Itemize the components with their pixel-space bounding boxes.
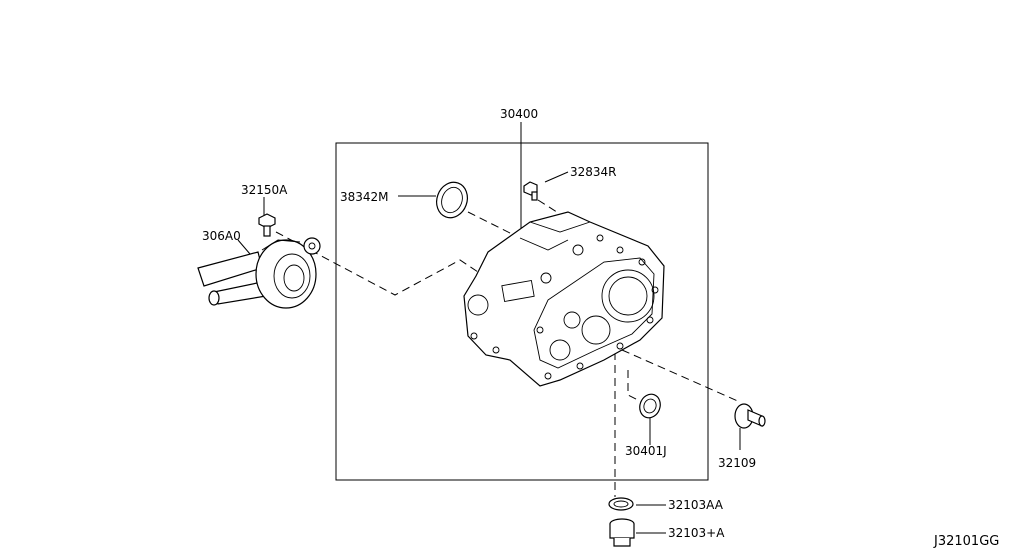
label-306a0: 306A0 — [202, 229, 241, 243]
leader-lines — [237, 122, 741, 534]
label-32150a: 32150A — [241, 183, 288, 197]
bolt-32834r — [523, 181, 538, 201]
label-38342m: 38342M — [340, 190, 389, 204]
gasket-32103aa — [608, 497, 634, 511]
transmission-case — [463, 211, 665, 387]
label-30401j: 30401J — [625, 444, 667, 458]
assembly-frame — [335, 142, 709, 481]
label-32103a: 32103+A — [668, 526, 725, 540]
diagram-code: J32101GG — [933, 534, 999, 549]
label-32103aa: 32103AA — [668, 498, 724, 512]
drain-plug-32103a — [609, 518, 635, 547]
label-30400: 30400 — [500, 107, 538, 121]
bolt-32150a — [258, 213, 276, 237]
release-cylinder — [197, 237, 321, 309]
plug-32109 — [734, 403, 766, 429]
label-32109: 32109 — [718, 456, 756, 470]
seal-30401j — [639, 393, 661, 419]
o-ring-38342m — [436, 181, 468, 219]
label-32834r: 32834R — [570, 165, 617, 179]
